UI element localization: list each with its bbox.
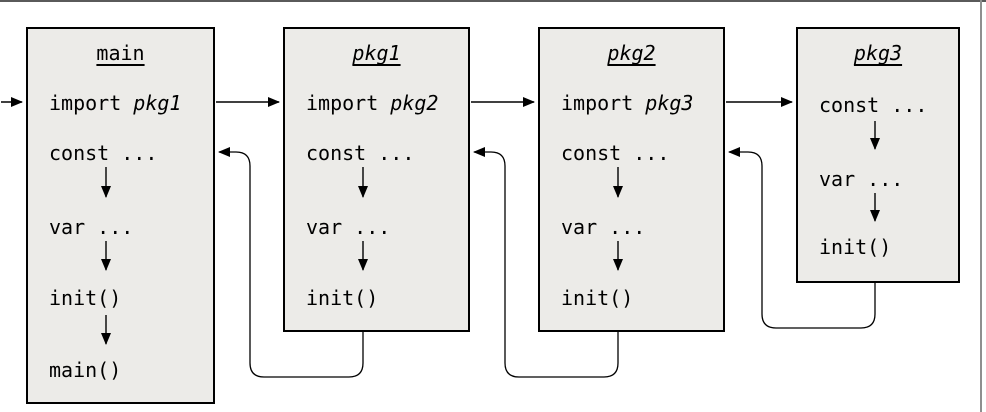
box-pkg3-row-const: const ... — [819, 93, 928, 117]
box-pkg2-row-init: init() — [561, 286, 634, 310]
box-main-row-main: main() — [49, 358, 122, 382]
box-pkg1-title: pkg1 — [352, 41, 401, 65]
box-main-row-var: var ... — [49, 215, 134, 239]
box-pkg1-row-var: var ... — [306, 215, 391, 239]
box-main: main import pkg1 const ... var ... init(… — [26, 27, 215, 404]
box-main-row-const: const ... — [49, 141, 158, 165]
box-pkg3-title: pkg3 — [853, 41, 903, 65]
box-main-row-init: init() — [49, 286, 122, 310]
box-pkg2-row-const: const ... — [561, 141, 670, 165]
box-pkg2-title: pkg2 — [607, 41, 656, 65]
box-main-row-import: import pkg1 — [49, 91, 182, 115]
box-pkg1: pkg1 import pkg2 const ... var ... init(… — [283, 27, 470, 332]
box-pkg1-row-const: const ... — [306, 141, 415, 165]
box-main-title: main — [96, 41, 145, 65]
box-pkg1-row-import: import pkg2 — [306, 91, 439, 115]
box-pkg3-row-init: init() — [819, 235, 892, 259]
frame-top-border — [0, 0, 986, 2]
box-pkg1-row-init: init() — [306, 286, 379, 310]
box-pkg2-row-import: import pkg3 — [561, 91, 694, 115]
box-pkg2-row-var: var ... — [561, 215, 646, 239]
box-pkg2: pkg2 import pkg3 const ... var ... init(… — [538, 27, 725, 332]
frame-right-border — [980, 0, 982, 412]
box-pkg3: pkg3 const ... var ... init() — [796, 27, 960, 283]
box-pkg3-row-var: var ... — [819, 167, 904, 191]
